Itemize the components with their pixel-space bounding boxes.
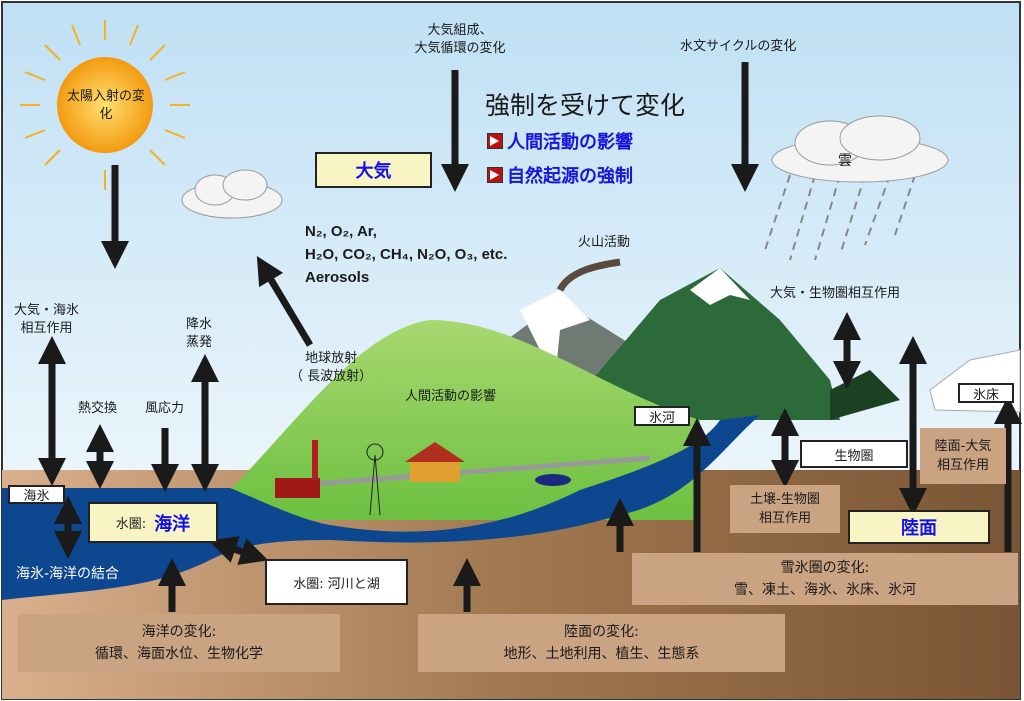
atmosphere-box: 大気: [315, 152, 432, 188]
atm-seaice-label: 大気・海氷 相互作用: [14, 303, 80, 336]
house: [405, 442, 465, 482]
forcing-item-human: 人間活動の影響: [487, 128, 633, 154]
longwave-arrow: [256, 255, 314, 347]
snow-cap: [690, 268, 750, 305]
sea-ice-box: 海氷: [8, 485, 65, 504]
hydro-cycle-label: 水文サイクルの変化: [680, 39, 797, 54]
windmill: [366, 443, 384, 516]
smokestack: [312, 440, 318, 480]
land-change-box: 陸面の変化:地形、土地利用、植生、生態系: [418, 614, 785, 672]
human-influence-label: 人間活動の影響: [405, 389, 497, 404]
solar-label: 太陽入射の変化: [66, 89, 145, 122]
precip-evap-label: 降水 蒸発: [186, 317, 213, 350]
cloud-left: [181, 169, 283, 219]
ocean-change-box: 海洋の変化:循環、海面水位、生物化学: [18, 614, 340, 672]
forcing-title: 強制を受けて変化: [485, 91, 686, 120]
biosphere-box: 生物圏: [800, 440, 908, 468]
rain: [764, 174, 916, 261]
car: [535, 474, 571, 486]
factory: [275, 478, 320, 498]
ocean-and-river: [2, 415, 760, 600]
ocean-box: 水圏:海洋: [88, 502, 218, 543]
road: [299, 455, 651, 488]
land-surface-box: 陸面: [848, 510, 990, 544]
cloud-label: 雲: [838, 153, 852, 169]
atmos-composition-label: 大気組成、 大気循環の変化: [414, 23, 506, 56]
soil-bio-label: 土壌-生物圏 相互作用: [730, 485, 840, 533]
bullet-icon: [487, 133, 503, 149]
glacier-flow: [520, 290, 590, 400]
green-mountain: [575, 268, 840, 420]
green-hill: [225, 320, 700, 520]
wind-stress-label: 風応力: [145, 401, 185, 416]
cloud-right: [771, 115, 949, 183]
bullet-icon: [487, 167, 503, 183]
gas-list: N₂, O₂, Ar, H₂O, CO₂, CH₄, N₂O, O₃, etc.…: [305, 223, 508, 286]
ocean-river-arrow: [208, 536, 269, 565]
land-atm-label: 陸面-大気 相互作用: [920, 428, 1006, 484]
glacier-box: 氷河: [634, 406, 690, 426]
longwave-label: 地球放射 （ 長波放射）: [290, 351, 373, 384]
ice-sheet-box: 氷床: [958, 383, 1014, 403]
rivers-lakes-box: 水圏: 河川と湖: [265, 559, 408, 605]
cryosphere-change-box: 雪氷圏の変化:雪、凍土、海氷、氷床、氷河: [632, 553, 1018, 605]
seaice-ocean-label: 海氷-海洋の結合: [16, 566, 120, 582]
volcano-smoke: [556, 258, 621, 292]
atm-bio-label: 大気・生物圏相互作用: [770, 286, 901, 301]
forcing-item-natural: 自然起源の強制: [487, 162, 633, 188]
arrows: [38, 62, 1022, 612]
volcano-label: 火山活動: [578, 235, 631, 250]
heat-exchange-label: 熱交換: [78, 401, 118, 416]
sun: [20, 20, 190, 190]
